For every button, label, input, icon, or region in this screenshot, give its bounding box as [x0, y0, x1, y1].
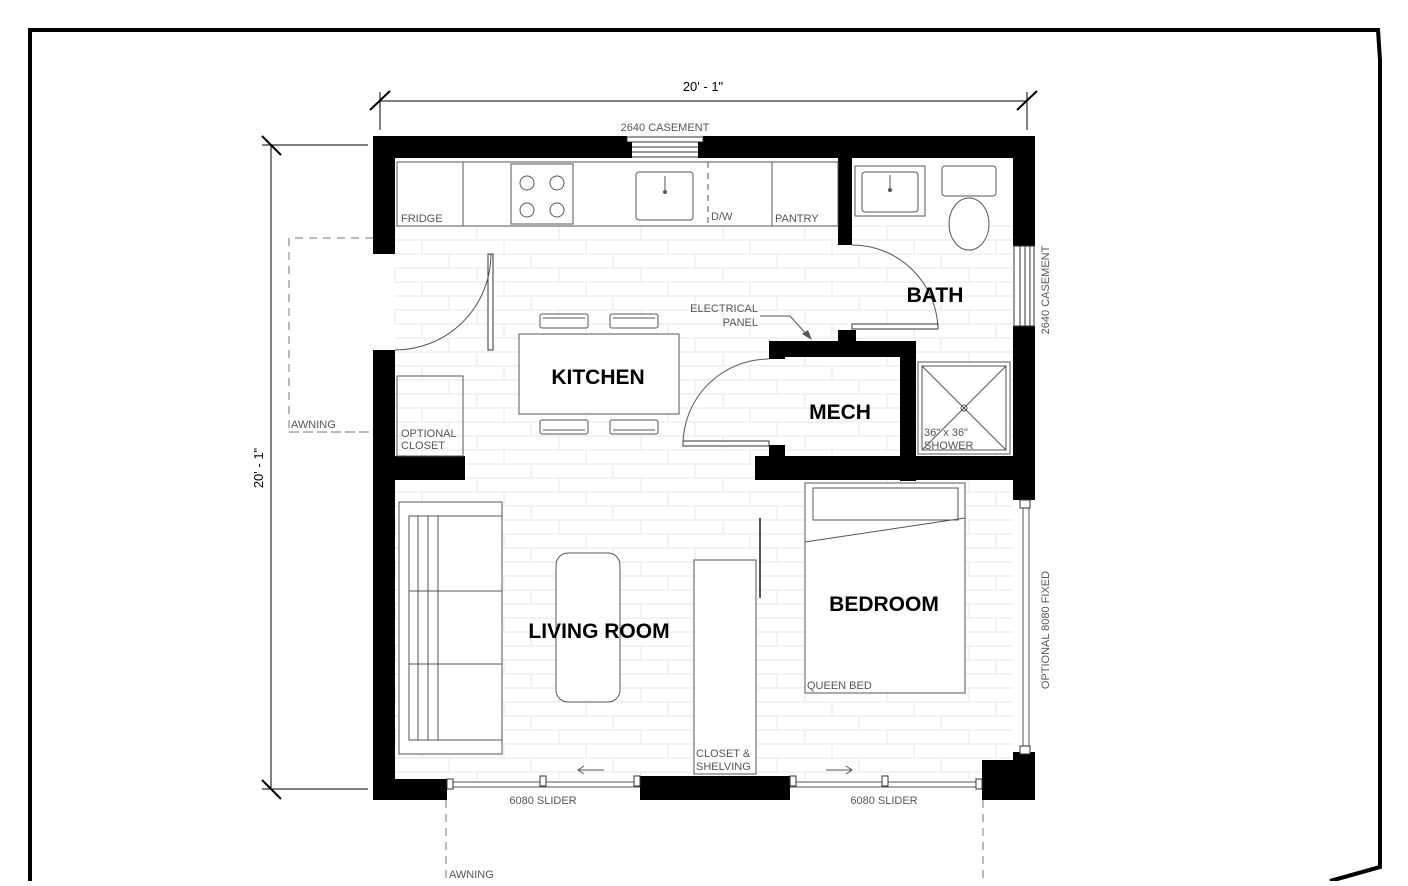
kitchen-label: KITCHEN — [551, 366, 644, 389]
awning-bottom-label: AWNING — [449, 869, 494, 881]
queen-bed-icon — [804, 482, 966, 694]
coffee-table-icon — [555, 552, 621, 703]
dining-chairs — [539, 313, 659, 435]
bedroom-label: BEDROOM — [829, 593, 939, 616]
awning-left-label: AWNING — [291, 419, 336, 431]
queen-bed-label: QUEEN BED — [807, 680, 872, 692]
dining-table — [518, 333, 680, 415]
slider-left — [446, 765, 641, 790]
dimension-width-label: 20' - 1" — [683, 79, 724, 94]
kitchen-sink-icon — [635, 171, 694, 221]
window-top-casement-label: 2640 CASEMENT — [621, 122, 710, 134]
dimension-width — [369, 90, 1038, 130]
range-icon — [510, 163, 574, 225]
shower-label-1: 36" x 36" — [924, 427, 968, 439]
bath-label: BATH — [907, 284, 964, 307]
sheet-border-corner — [1329, 865, 1381, 883]
sofa-icon — [398, 501, 503, 755]
closet-shelving-label-2: SHELVING — [696, 761, 751, 773]
awning-left-outline — [288, 237, 373, 433]
bath-door — [851, 244, 939, 330]
shower-icon — [917, 361, 1011, 455]
window-right-casement — [1013, 245, 1035, 327]
optional-closet-label-2: CLOSET — [401, 440, 445, 452]
toilet-icon — [941, 165, 997, 251]
dw-label: D/W — [711, 211, 733, 223]
interior-walls — [395, 158, 1035, 500]
mech-label: MECH — [809, 401, 871, 424]
window-optional-fixed-label: OPTIONAL 8080 FIXED — [1040, 571, 1052, 689]
pantry-label: PANTRY — [775, 213, 819, 225]
electrical-panel-label-1: ELECTRICAL — [690, 303, 758, 315]
slider-right — [789, 765, 983, 790]
dimension-height — [261, 135, 368, 800]
optional-closet — [396, 375, 464, 457]
closet-shelving — [693, 518, 761, 775]
slider-right-label: 6080 SLIDER — [850, 795, 917, 807]
awning-bottom-outline — [445, 800, 984, 881]
electrical-panel-label-2: PANEL — [723, 317, 758, 329]
electrical-panel-leader — [760, 315, 812, 340]
closet-shelving-label-1: CLOSET & — [696, 748, 751, 760]
kitchen-counter — [396, 161, 839, 227]
shower-label-2: SHOWER — [924, 440, 974, 452]
mech-door — [682, 358, 770, 447]
window-optional-fixed — [1019, 499, 1031, 755]
slider-left-label: 6080 SLIDER — [509, 795, 576, 807]
optional-closet-label-1: OPTIONAL — [401, 428, 457, 440]
window-top-casement — [624, 136, 706, 158]
exterior-walls — [373, 136, 1035, 800]
living-room-label: LIVING ROOM — [528, 620, 669, 643]
fridge-label: FRIDGE — [401, 213, 443, 225]
window-right-casement-label: 2640 CASEMENT — [1040, 245, 1052, 334]
bath-sink-icon — [854, 165, 926, 217]
entry-door — [394, 253, 494, 351]
dimension-height-label: 20' - 1" — [251, 447, 266, 488]
